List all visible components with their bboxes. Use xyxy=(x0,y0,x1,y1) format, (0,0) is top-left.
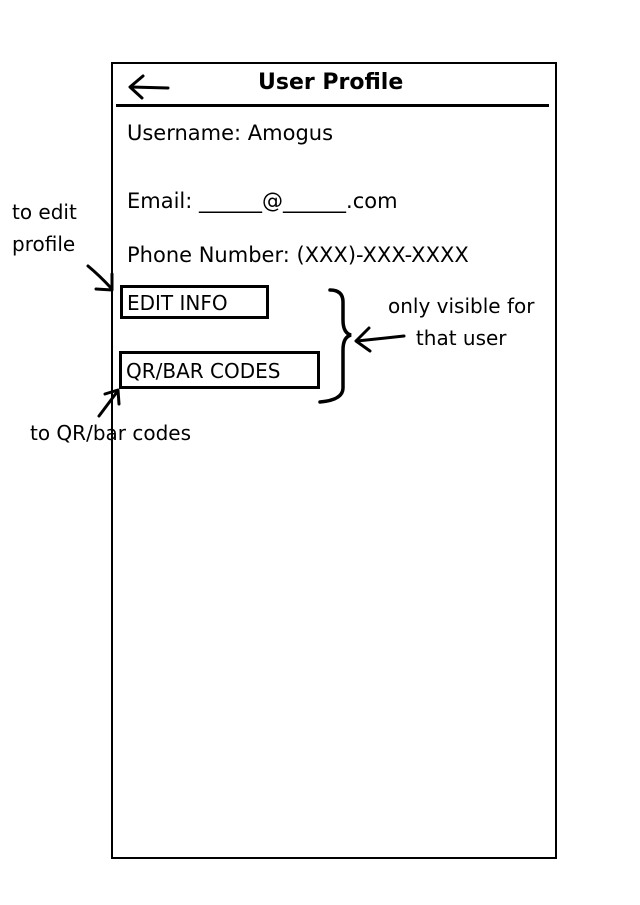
page-title: User Profile xyxy=(258,70,404,95)
username-field: Username: Amogus xyxy=(127,121,334,145)
edit-pointer-arrow-icon xyxy=(86,264,114,292)
edit-profile-annotation: to edit profile xyxy=(12,196,77,260)
phone-frame xyxy=(111,62,557,859)
visibility-note-line1: only visible for xyxy=(388,294,535,318)
visibility-note-line2: that user xyxy=(415,326,507,350)
email-field: Email: ______@______.com xyxy=(127,189,398,213)
visibility-annotation: only visible for that user xyxy=(388,290,534,354)
phone-number-field: Phone Number: (XXX)-XXX-XXXX xyxy=(127,243,469,267)
qr-bar-codes-button[interactable]: QR/BAR CODES xyxy=(119,351,320,389)
back-arrow-icon[interactable] xyxy=(126,72,170,102)
edit-note-line2: profile xyxy=(12,232,76,256)
qr-codes-annotation: to QR/bar codes xyxy=(30,421,191,445)
header-divider xyxy=(116,104,549,107)
edit-note-line1: to edit xyxy=(12,200,77,224)
edit-info-button[interactable]: EDIT INFO xyxy=(120,285,269,319)
